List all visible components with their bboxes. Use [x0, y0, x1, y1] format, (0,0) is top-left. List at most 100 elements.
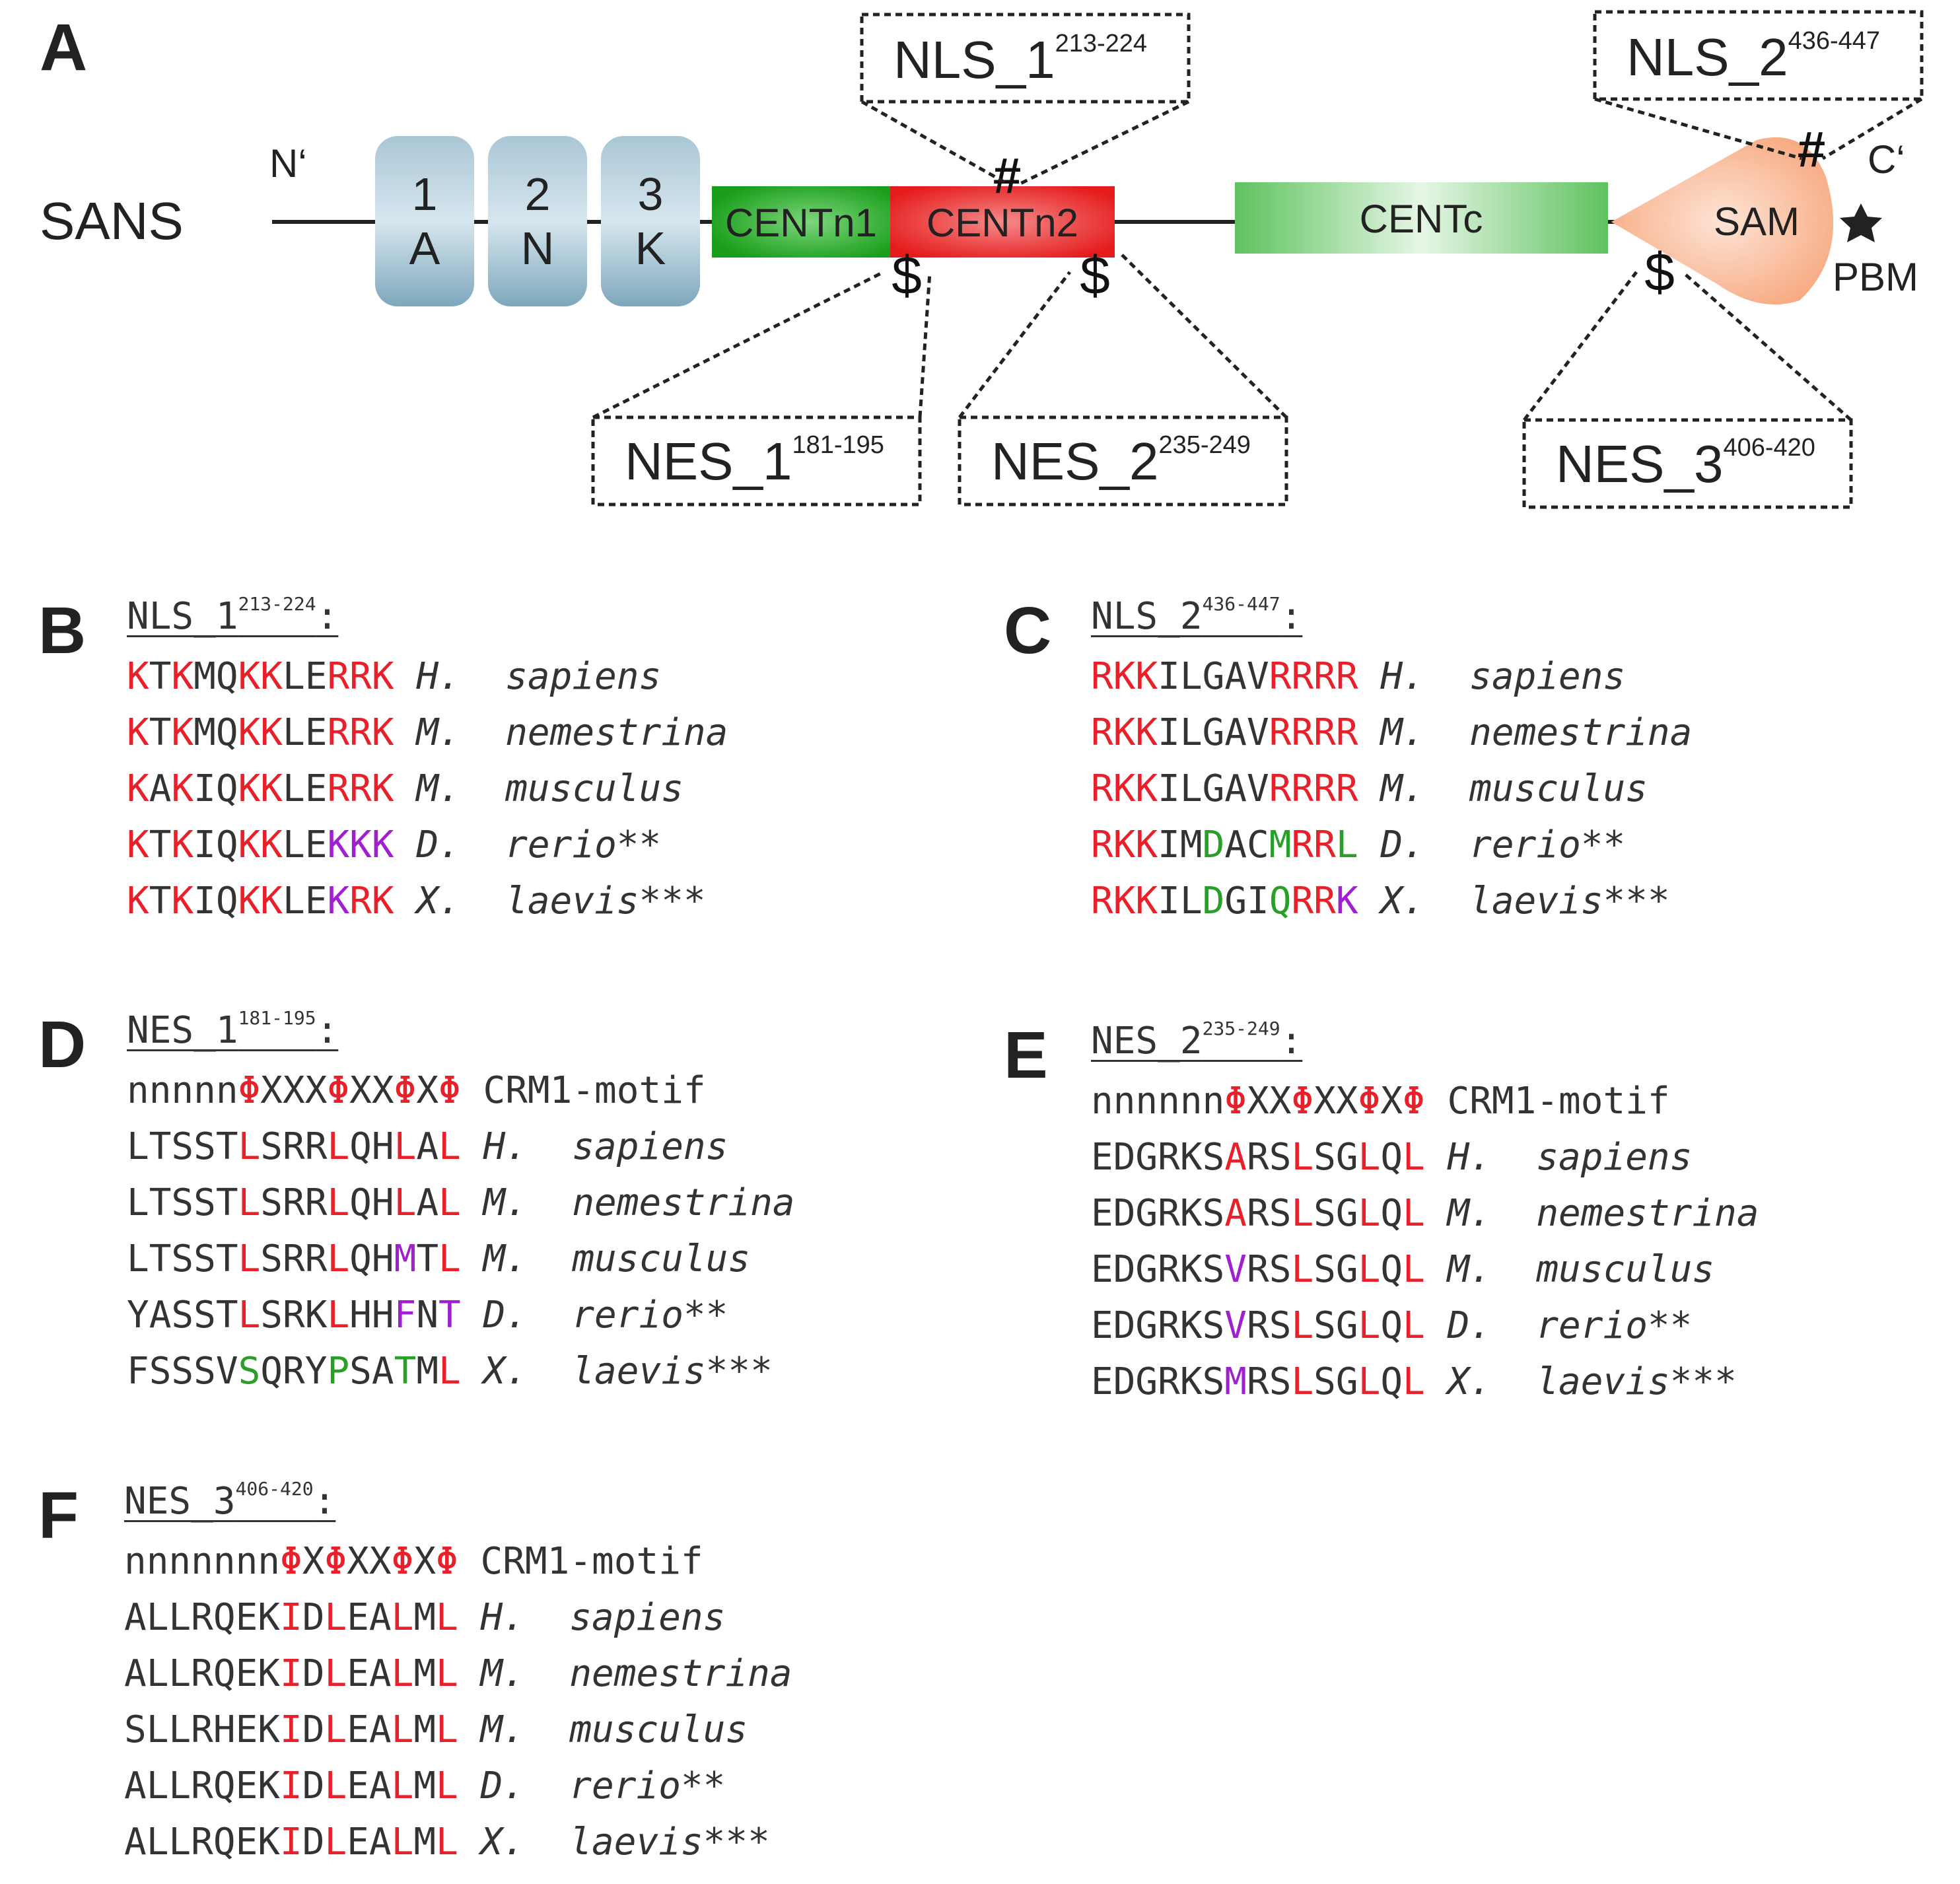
residue-segment: QH	[349, 1238, 394, 1280]
residue-segment: N	[416, 1294, 439, 1337]
residue-segment: M	[413, 1821, 437, 1864]
residue-segment: L	[327, 1294, 350, 1337]
nls1-marker: #	[993, 148, 1021, 204]
residue-segment: SRR	[260, 1125, 328, 1168]
residue-segment: KKK	[327, 823, 394, 866]
nls2-box	[1593, 10, 1924, 101]
residue-segment: L	[1358, 1360, 1381, 1403]
nes1-marker: $	[892, 246, 922, 306]
sequence-row: RKKILGAVRRRR M. musculus	[1091, 761, 1692, 817]
residue-segment: K	[171, 767, 194, 810]
residue-segment: ALLRQEK	[124, 1821, 281, 1864]
species-label: M. nemestrina	[1380, 711, 1693, 754]
residue-segment: IM	[1158, 823, 1203, 866]
residue-segment: LTSST	[127, 1125, 238, 1168]
alignment-title-range: 181-195	[238, 1007, 316, 1029]
residue-segment: T	[438, 1294, 461, 1337]
residue-segment: EDGRKS	[1091, 1248, 1225, 1291]
residue-segment: ILGAV	[1158, 655, 1269, 698]
sequence-row: ALLRQEKIDLEALML D. rerio**	[124, 1758, 792, 1814]
residue-segment: K	[1335, 880, 1358, 923]
residue-segment: LTSST	[127, 1238, 238, 1280]
species-label: X. laevis***	[1380, 880, 1670, 923]
residue-segment: X	[302, 1540, 325, 1583]
nes2-box	[958, 415, 1288, 506]
residue-segment: ALLRQEK	[124, 1652, 281, 1695]
residue-segment: K	[171, 655, 194, 698]
residue-segment: SG	[1313, 1248, 1358, 1291]
residue-segment: Φ	[1358, 1080, 1381, 1123]
nes2-callout-left	[958, 271, 1071, 419]
centn1-label: CENTn1	[725, 201, 877, 245]
residue-segment: L	[1403, 1248, 1425, 1291]
sans-domain-diagram: A SANS N‘ C‘ 1 A 2 N 3 K CENTn1 CENTn2 C…	[40, 10, 1924, 509]
nls1-box-label: NLS_1213-224	[893, 30, 1147, 89]
residue-segment: ALLRQEK	[124, 1596, 281, 1639]
residue-segment: A	[1224, 1192, 1247, 1235]
species-label: M. nemestrina	[480, 1652, 792, 1695]
sequence-row: KTKIQKKLEKRK X. laevis***	[127, 873, 728, 929]
residue-segment: Φ	[1224, 1080, 1247, 1123]
residue-segment: SRK	[260, 1294, 328, 1337]
sequence-row: ALLRQEKIDLEALML X. laevis***	[124, 1814, 792, 1870]
ank-repeat-1: 1 A	[375, 136, 474, 306]
residue-segment: L	[436, 1708, 458, 1751]
residue-segment: L	[394, 1181, 417, 1224]
sequence-row: SLLRHEKIDLEALML M. musculus	[124, 1702, 792, 1758]
species-label: D. rerio**	[416, 823, 662, 866]
residue-segment: L	[1403, 1304, 1425, 1347]
protein-name: SANS	[40, 192, 184, 250]
alignment-title-range: 235-249	[1202, 1018, 1280, 1039]
residue-segment: Q	[1380, 1192, 1403, 1235]
species-label: M. musculus	[1380, 767, 1648, 810]
residue-segment: AC	[1224, 823, 1269, 866]
residue-segment: KK	[238, 880, 283, 923]
species-label: M. nemestrina	[1447, 1192, 1759, 1235]
residue-segment: QRY	[260, 1350, 328, 1393]
sequence-row: ALLRQEKIDLEALML H. sapiens	[124, 1589, 792, 1646]
ank-repeat-2: 2 N	[488, 136, 587, 306]
residue-segment: YASST	[127, 1294, 238, 1337]
residue-segment: L	[391, 1764, 414, 1807]
nes2-callout-right	[1118, 251, 1288, 419]
sequence-row: ALLRQEKIDLEALML M. nemestrina	[124, 1646, 792, 1702]
alignment-title-name: NLS_2	[1091, 595, 1203, 638]
centc-domain	[1235, 182, 1608, 254]
species-label: H. sapiens	[1380, 655, 1626, 698]
residue-segment: L	[238, 1294, 261, 1337]
residue-segment: EDGRKS	[1091, 1360, 1225, 1403]
residue-segment: D	[1202, 823, 1225, 866]
residue-segment: RRK	[327, 767, 394, 810]
residue-segment: SRR	[260, 1181, 328, 1224]
residue-segment: IQ	[193, 823, 238, 866]
nes2-marker: $	[1080, 246, 1110, 306]
residue-segment: RK	[349, 880, 394, 923]
residue-segment: L	[1291, 1248, 1314, 1291]
residue-segment: L	[1403, 1360, 1425, 1403]
panel-letter-c: C	[1004, 594, 1052, 668]
sam-domain	[1611, 137, 1834, 305]
residue-segment: RRRR	[1269, 655, 1358, 698]
residue-segment: M	[394, 1238, 417, 1280]
residue-segment: Φ	[1403, 1080, 1425, 1123]
alignment-title-name: NES_1	[127, 1009, 238, 1052]
residue-segment: RS	[1247, 1192, 1292, 1235]
residue-segment: RRRR	[1269, 711, 1358, 754]
alignment-title-name: NLS_1	[127, 595, 238, 638]
residue-segment: Φ	[391, 1540, 414, 1583]
ank-repeat-3: 3 K	[601, 136, 700, 306]
nes1-box	[591, 415, 922, 506]
species-label: H. sapiens	[483, 1125, 728, 1168]
sequence-row: nnnnnΦXXXΦXXΦXΦ CRM1-motif	[127, 1063, 795, 1119]
species-label: M. nemestrina	[416, 711, 728, 754]
residue-segment: ALLRQEK	[124, 1764, 281, 1807]
residue-segment: RS	[1247, 1248, 1292, 1291]
residue-segment: SRR	[260, 1238, 328, 1280]
residue-segment: T	[149, 880, 172, 923]
residue-segment: RKK	[1091, 880, 1158, 923]
residue-segment: T	[149, 655, 172, 698]
panel-letter-e: E	[1004, 1018, 1048, 1092]
residue-segment: SA	[349, 1350, 394, 1393]
residue-segment: RKK	[1091, 655, 1158, 698]
